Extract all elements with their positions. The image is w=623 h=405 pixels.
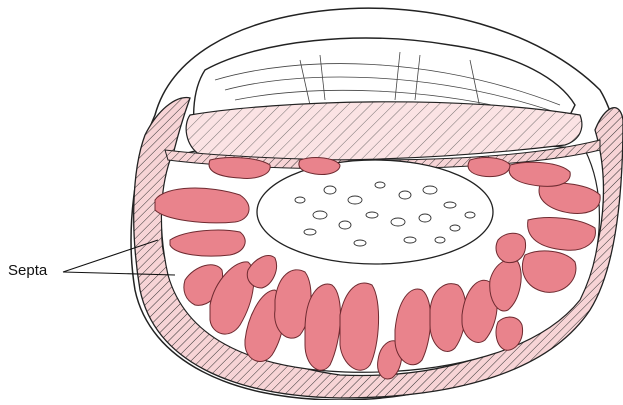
septa-label: Septa (8, 263, 47, 278)
